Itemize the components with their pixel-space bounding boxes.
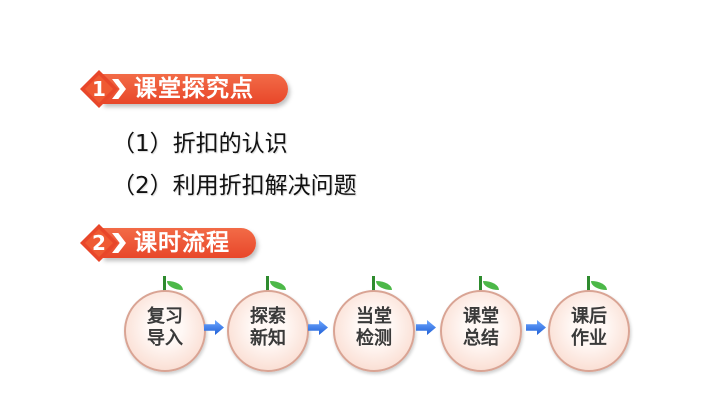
right-arrow-icon <box>204 320 224 335</box>
stem-icon <box>587 276 590 294</box>
point-item-1: （1）折扣的认识 <box>112 131 288 157</box>
stem-icon <box>479 276 482 294</box>
flow-step-homework[interactable]: 课后 作业 <box>548 276 630 372</box>
stem-icon <box>266 276 269 294</box>
section-number: 1 <box>92 77 106 101</box>
peach-circle <box>227 290 309 372</box>
right-arrow-icon <box>308 320 328 335</box>
peach-circle <box>124 290 206 372</box>
leaf-icon <box>483 281 499 290</box>
leaf-icon <box>376 281 392 290</box>
flow-step-summary[interactable]: 课堂 总结 <box>440 276 522 372</box>
leaf-icon <box>167 281 183 290</box>
stem-icon <box>372 276 375 294</box>
flow-step-review[interactable]: 复习 导入 <box>124 276 206 372</box>
section-number: 2 <box>92 231 106 255</box>
peach-circle <box>548 290 630 372</box>
right-arrow-icon <box>416 320 436 335</box>
section-banner: 课堂探究点 <box>102 74 288 104</box>
flow-step-label: 课堂 总结 <box>463 306 499 349</box>
leaf-icon <box>270 281 286 290</box>
leaf-icon <box>591 281 607 290</box>
flow-step-label: 复习 导入 <box>147 306 183 349</box>
section-title: 课时流程 <box>134 230 230 256</box>
section-title: 课堂探究点 <box>134 76 254 102</box>
flow-step-label: 探索 新知 <box>250 306 286 349</box>
right-arrow-icon <box>526 320 546 335</box>
flow-step-label: 课后 作业 <box>571 306 607 349</box>
peach-circle <box>440 290 522 372</box>
flow-step-explore[interactable]: 探索 新知 <box>227 276 309 372</box>
flow-step-label: 当堂 检测 <box>356 306 392 349</box>
stem-icon <box>163 276 166 294</box>
flow-step-test[interactable]: 当堂 检测 <box>333 276 415 372</box>
section-banner: 课时流程 <box>102 228 256 258</box>
peach-circle <box>333 290 415 372</box>
point-item-2: （2）利用折扣解决问题 <box>112 173 357 199</box>
